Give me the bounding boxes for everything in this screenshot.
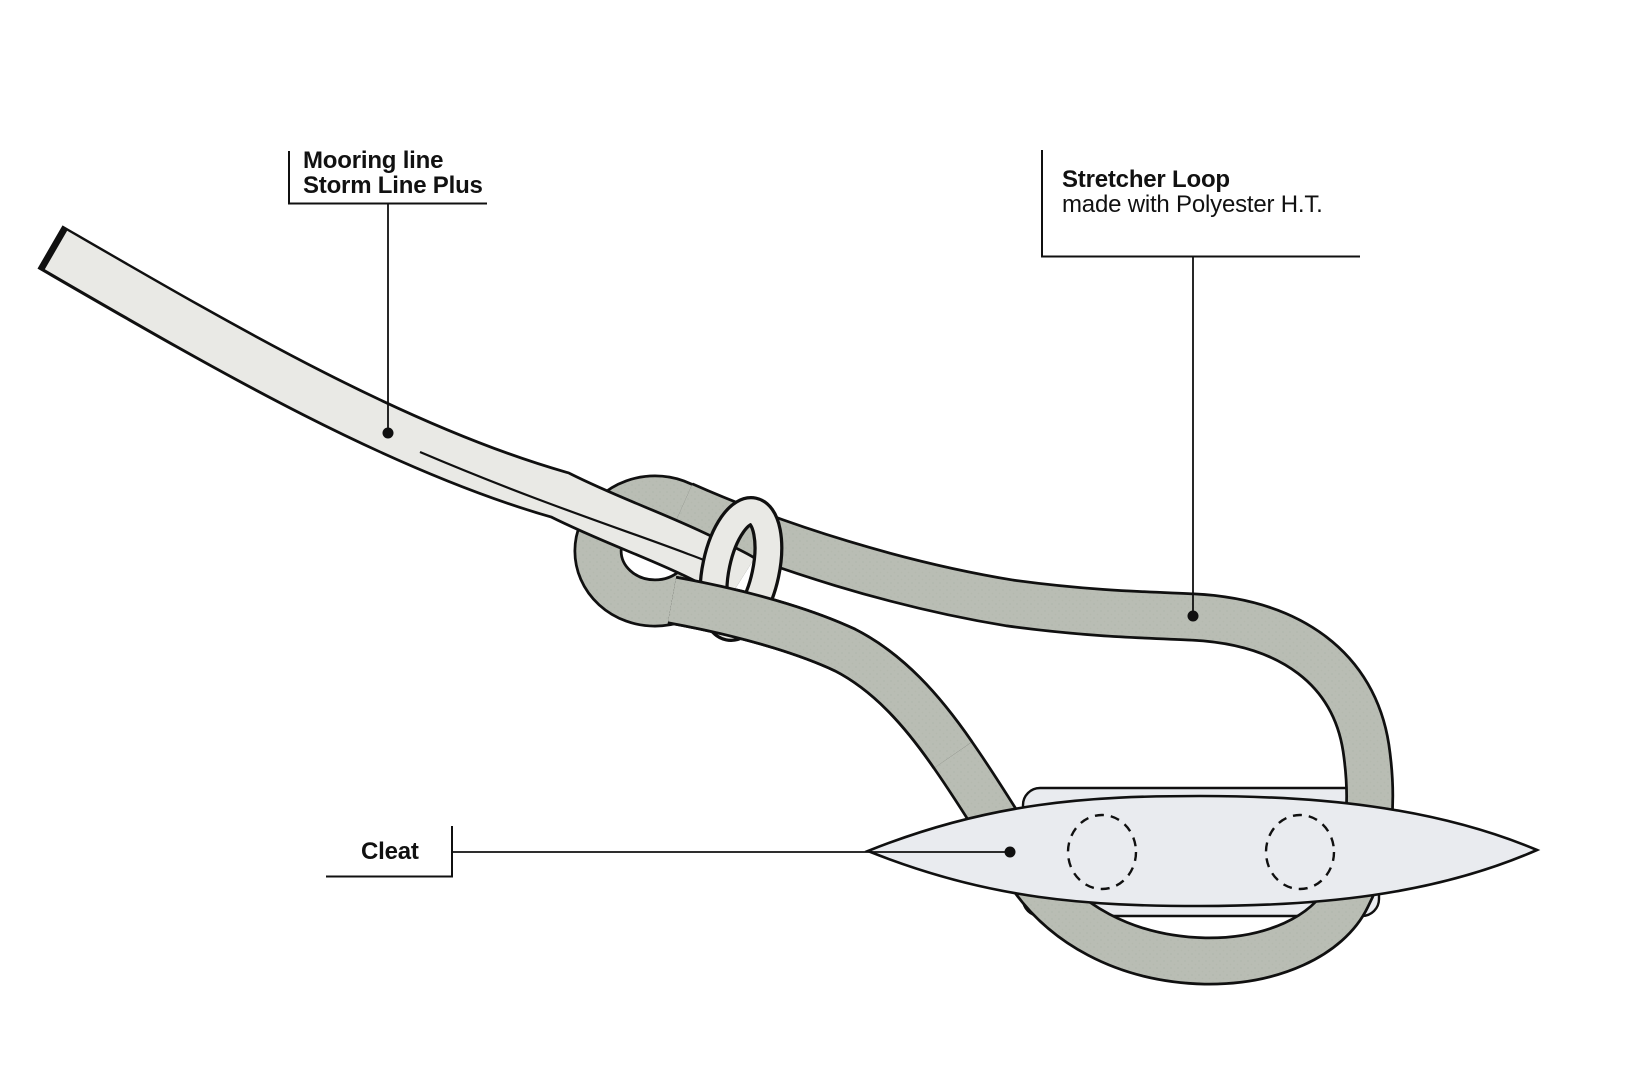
callout-lines bbox=[288, 150, 1360, 878]
cleat-label-title: Cleat bbox=[361, 838, 419, 865]
mooring-line-label-subtitle: Storm Line Plus bbox=[303, 172, 483, 199]
stretcher-loop-label: Stretcher Loop made with Polyester H.T. bbox=[1062, 167, 1323, 217]
stretcher-loop-label-subtitle: made with Polyester H.T. bbox=[1062, 191, 1323, 218]
mooring-line-label: Mooring line Storm Line Plus bbox=[303, 148, 483, 198]
mooring-line-rope bbox=[37, 225, 756, 600]
cleat-bolt-right bbox=[1264, 813, 1336, 891]
mooring-callout-bracket bbox=[288, 151, 487, 431]
cleat-leader-dot bbox=[1004, 846, 1016, 858]
cleat-horn bbox=[864, 794, 1541, 908]
stretcher-leader-dot bbox=[1187, 610, 1199, 622]
mooring-line-label-title: Mooring line bbox=[303, 147, 444, 174]
cleat-label: Cleat bbox=[361, 839, 419, 864]
stretcher-loop-lower-strand bbox=[667, 575, 974, 769]
cleat-bolt-left bbox=[1066, 813, 1138, 891]
stretcher-loop-label-title: Stretcher Loop bbox=[1062, 166, 1230, 193]
stretcher-callout-bracket bbox=[1041, 150, 1360, 614]
mooring-leader-dot bbox=[382, 427, 394, 439]
cleat-callout-bracket bbox=[326, 826, 1008, 878]
